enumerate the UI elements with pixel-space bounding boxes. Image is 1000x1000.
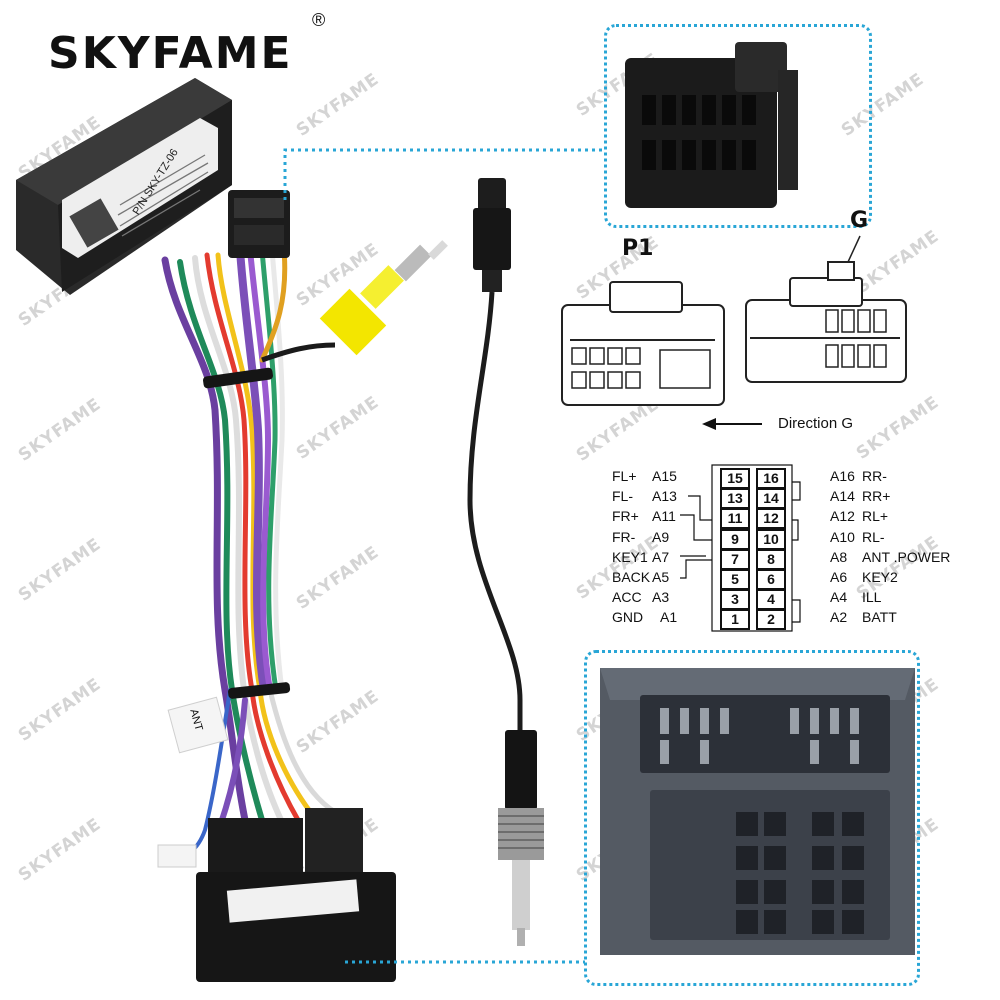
pin-number-left: 5 xyxy=(720,569,750,590)
pinout-right-code: A10 xyxy=(830,528,855,545)
pinout-right-code: A14 xyxy=(830,488,855,505)
pinout-right-code: A16 xyxy=(830,468,855,484)
pin-number-left: 13 xyxy=(720,488,750,510)
pinout-right-signal: ANT .POWER xyxy=(862,548,951,565)
pinout-right-signal: ILL xyxy=(862,589,882,606)
pinout-left-code: A3 xyxy=(652,589,670,606)
pin-number-left: 7 xyxy=(720,548,750,570)
top-connector-frame xyxy=(604,24,872,228)
pinout-left-signal: FR+ xyxy=(612,508,639,525)
pin-number-left: 3 xyxy=(720,589,750,611)
pinout-connector-lines xyxy=(680,464,801,632)
bottom-connector-frame xyxy=(584,650,920,986)
pinout-left-code: A11 xyxy=(652,508,676,525)
wire-bundle xyxy=(161,246,338,861)
pinout-right-signal: RL+ xyxy=(862,508,889,525)
g-label: G xyxy=(850,208,869,233)
direction-label: Direction G xyxy=(778,415,854,432)
pinout-left-code: A1 xyxy=(660,609,678,626)
direction-arrow xyxy=(702,418,762,430)
pinout-left-code: A7 xyxy=(652,548,670,565)
pinout-right-signal: BATT xyxy=(862,609,897,626)
pin-number-left: 15 xyxy=(720,468,750,489)
brand-logo: SKYFAME xyxy=(48,28,293,79)
pinout-right-code: A2 xyxy=(830,609,848,626)
pinout-left-signal: FR- xyxy=(612,528,636,545)
pinout-left-code: A15 xyxy=(652,468,677,484)
main-harness-plug xyxy=(157,808,396,982)
p1-line-drawing xyxy=(561,281,725,406)
decoder-box xyxy=(16,78,232,295)
g-line-drawing xyxy=(745,235,907,383)
pinout-left-code: A13 xyxy=(652,488,677,505)
vehicle-connector-photo xyxy=(600,668,915,955)
pin-number-right: 12 xyxy=(756,508,786,530)
pinout-right-signal: RR- xyxy=(862,468,887,484)
pinout-right-code: A4 xyxy=(830,589,848,606)
pinout-left-signal: FL+ xyxy=(612,468,637,484)
rca-plug xyxy=(261,240,448,363)
pinout-left-code: A9 xyxy=(652,528,670,545)
pinout-right-code: A8 xyxy=(830,548,848,565)
pinout-right-signal: RL- xyxy=(862,528,885,545)
pinout-left-signal: FL- xyxy=(612,488,633,505)
pinout-left-signal: KEY1 xyxy=(612,548,648,565)
pin-number-left: 11 xyxy=(720,508,750,530)
cable-ties xyxy=(203,367,291,699)
pin-number-right: 8 xyxy=(756,548,786,570)
ant-tag xyxy=(167,696,229,754)
pinout-left-signal: GND xyxy=(612,609,644,626)
pin-number-right: 4 xyxy=(756,589,786,611)
pinout-right-signal: KEY2 xyxy=(862,569,898,585)
pinout-right-code: A12 xyxy=(830,508,855,525)
pin-number-right: 16 xyxy=(756,468,786,489)
pin-number-right: 10 xyxy=(756,528,786,550)
registered-mark: ® xyxy=(312,10,326,30)
pinout-right-signal: RR+ xyxy=(862,488,891,505)
pin-number-right: 6 xyxy=(756,569,786,590)
p1-label: P1 xyxy=(622,236,654,261)
pinout-left-signal: BACK xyxy=(612,569,651,585)
antenna-adapter xyxy=(467,178,544,946)
pinout-left-signal: ACC xyxy=(612,589,642,606)
pin-number-left: 1 xyxy=(720,609,750,631)
pinout-right-code: A6 xyxy=(830,569,848,585)
pin-number-right: 14 xyxy=(756,488,786,510)
pin-number-right: 2 xyxy=(756,609,786,631)
pin-number-left: 9 xyxy=(720,528,750,550)
connector-16pin-photo xyxy=(625,42,798,208)
iso-connector-small xyxy=(228,190,290,258)
pinout-left-code: A5 xyxy=(652,569,670,585)
